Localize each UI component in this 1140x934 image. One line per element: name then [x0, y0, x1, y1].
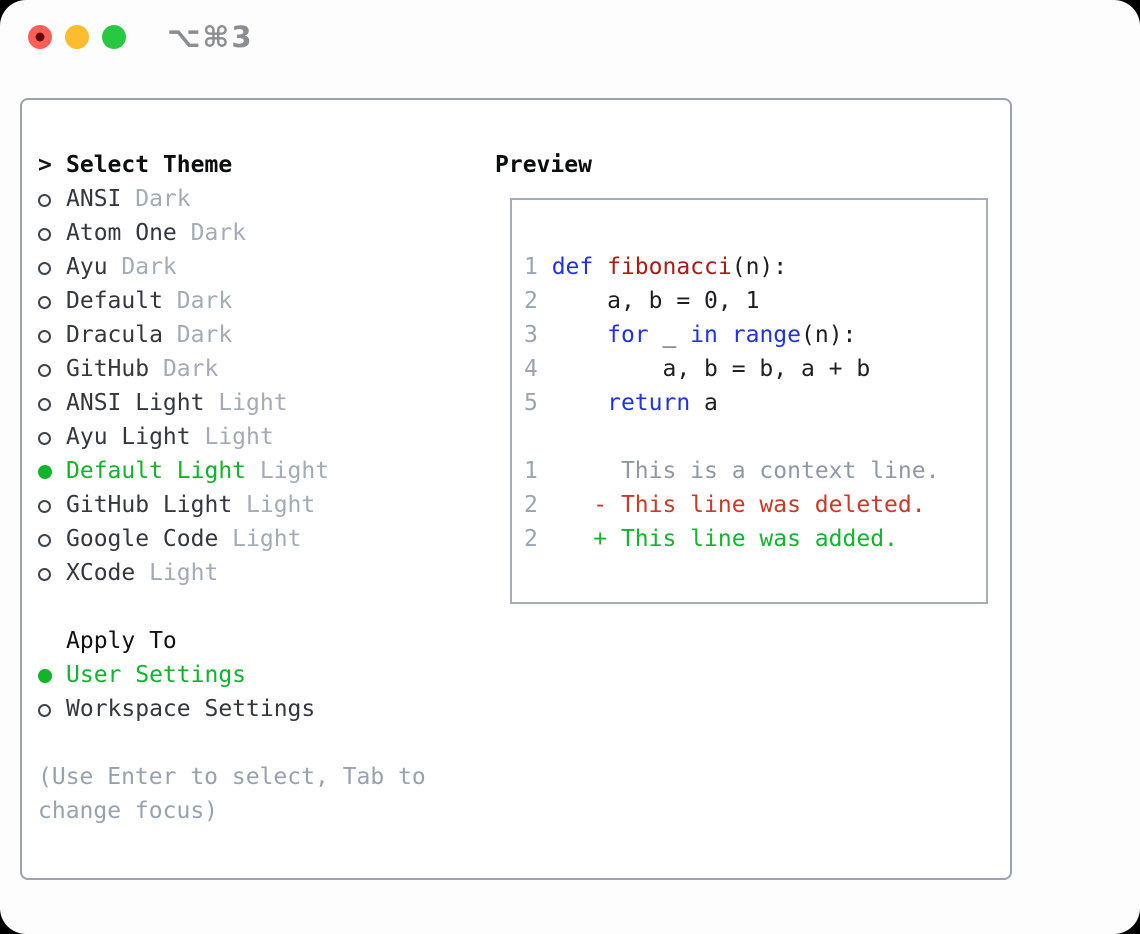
- code-line: 4 a, b = b, a + b: [524, 356, 871, 382]
- theme-variant: Dark: [121, 186, 191, 212]
- radio-unselected-icon: [38, 398, 51, 411]
- radio-unselected-icon: [38, 704, 51, 717]
- radio-unselected-icon: [38, 500, 51, 513]
- theme-name: ANSI: [66, 186, 122, 212]
- theme-name: GitHub Light: [66, 492, 233, 518]
- diff-line: 2 + This line was added.: [524, 526, 898, 552]
- code-line: 2 a, b = 0, 1: [524, 288, 760, 314]
- diff-line: 1 This is a context line.: [524, 458, 940, 484]
- theme-name: GitHub: [66, 356, 150, 382]
- spacer: [38, 590, 485, 624]
- help-text: (Use Enter to select, Tab to change focu…: [38, 764, 426, 824]
- theme-option[interactable]: Dracula Dark: [38, 318, 485, 352]
- theme-variant: Dark: [107, 254, 177, 280]
- theme-variant: Dark: [162, 288, 233, 314]
- theme-option[interactable]: XCode Light: [38, 556, 485, 590]
- radio-unselected-icon: [38, 228, 51, 241]
- radio-unselected-icon: [38, 568, 51, 581]
- preview-box: 1 def fibonacci(n): 2 a, b = 0, 1 3 for _ …: [510, 198, 988, 604]
- code-line: 5 return a: [524, 390, 718, 416]
- theme-variant: Light: [232, 492, 316, 518]
- theme-variant: Light: [204, 390, 288, 416]
- radio-unselected-icon: [38, 296, 51, 309]
- theme-name: XCode: [66, 560, 136, 586]
- theme-variant: Dark: [162, 322, 233, 348]
- select-theme-title: Select Theme: [66, 152, 233, 178]
- theme-option[interactable]: Ayu Dark: [38, 250, 485, 284]
- radio-unselected-icon: [38, 364, 51, 377]
- apply-to-option[interactable]: User Settings: [38, 658, 485, 692]
- window-shortcut-label: ⌥⌘3: [167, 20, 254, 54]
- theme-option[interactable]: Default Dark: [38, 284, 485, 318]
- theme-name: Default Light: [66, 458, 247, 484]
- theme-option[interactable]: Ayu Light Light: [38, 420, 485, 454]
- diff-line: 2 - This line was deleted.: [524, 492, 926, 518]
- radio-unselected-icon: [38, 262, 51, 275]
- record-dot-icon: [35, 32, 45, 42]
- theme-option[interactable]: ANSI Light Light: [38, 386, 485, 420]
- radio-selected-icon: [38, 669, 52, 683]
- apply-to-heading: Apply To: [38, 624, 485, 658]
- cursor-indicator: >: [38, 152, 52, 178]
- theme-option[interactable]: Atom One Dark: [38, 216, 485, 250]
- theme-name: ANSI Light: [66, 390, 205, 416]
- select-theme-heading: > Select Theme: [38, 148, 485, 182]
- theme-option[interactable]: GitHub Light Light: [38, 488, 485, 522]
- preview-heading: Preview: [495, 152, 592, 178]
- radio-selected-icon: [38, 465, 52, 479]
- preview-column: Preview 1 def fibonacci(n): 2 a, b = 0, 1…: [485, 148, 992, 878]
- theme-option[interactable]: GitHub Dark: [38, 352, 485, 386]
- apply-to-option[interactable]: Workspace Settings: [38, 692, 485, 726]
- minimize-button[interactable]: [65, 25, 89, 49]
- theme-name: Atom One: [66, 220, 177, 246]
- theme-option[interactable]: Google Code Light: [38, 522, 485, 556]
- theme-variant: Light: [190, 424, 274, 450]
- close-button[interactable]: [28, 25, 52, 49]
- theme-name: Google Code: [66, 526, 219, 552]
- theme-name: Ayu: [66, 254, 108, 280]
- radio-unselected-icon: [38, 194, 51, 207]
- code-line: 3 for _ in range(n):: [524, 322, 857, 348]
- theme-variant: Dark: [176, 220, 247, 246]
- theme-variant: Light: [135, 560, 219, 586]
- theme-variant: Dark: [149, 356, 219, 382]
- theme-option[interactable]: ANSI Dark: [38, 182, 485, 216]
- radio-unselected-icon: [38, 330, 51, 343]
- code-line: 1 def fibonacci(n):: [524, 254, 788, 280]
- theme-name: Ayu Light: [66, 424, 191, 450]
- apply-to-label: User Settings: [66, 662, 247, 688]
- radio-unselected-icon: [38, 432, 51, 445]
- code-preview: 1 def fibonacci(n): 2 a, b = 0, 1 3 for _ …: [524, 250, 986, 420]
- titlebar: [28, 25, 126, 49]
- apply-to-title: Apply To: [66, 628, 177, 654]
- theme-variant: Light: [218, 526, 302, 552]
- theme-name: Dracula: [66, 322, 163, 348]
- zoom-button[interactable]: [102, 25, 126, 49]
- diff-preview: 1 This is a context line. 2 - This line w…: [524, 454, 986, 556]
- theme-option[interactable]: Default Light Light: [38, 454, 485, 488]
- apply-to-label: Workspace Settings: [66, 696, 316, 722]
- theme-name: Default: [66, 288, 163, 314]
- radio-unselected-icon: [38, 534, 51, 547]
- spacer: [38, 726, 485, 760]
- theme-variant: Light: [246, 458, 330, 484]
